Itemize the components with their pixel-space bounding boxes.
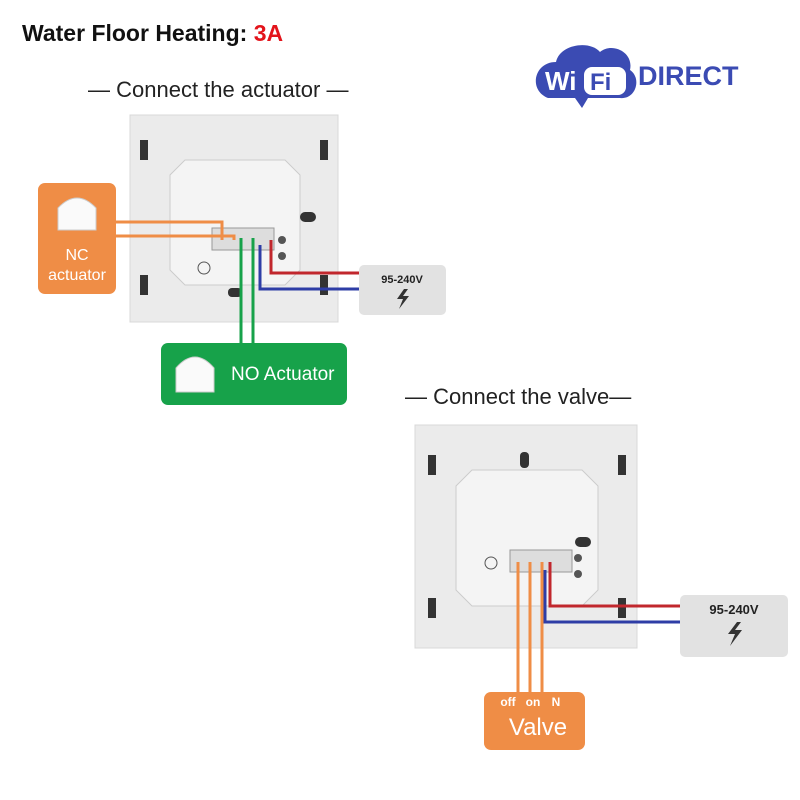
nc-label: NC (65, 247, 88, 264)
lightning-icon (728, 622, 742, 646)
section-heading-valve: — Connect the valve— (405, 384, 632, 409)
lightning-icon (397, 289, 409, 309)
wires-actuator (116, 220, 360, 345)
logo-direct: DIRECT (638, 61, 739, 91)
voltage-label: 95-240V (709, 602, 758, 617)
terminal-on-label: on (526, 695, 541, 709)
nc-label-actuator: actuator (48, 267, 106, 284)
wires-valve (516, 562, 681, 693)
page-title: Water Floor Heating: 3A (22, 20, 283, 47)
terminal-n-label: N (552, 695, 561, 709)
title-current-rating: 3A (253, 20, 284, 46)
nc-actuator-box: NC actuator (38, 183, 116, 294)
no-actuator-box: NO Actuator (161, 343, 347, 405)
thermostat-backplate-1 (129, 114, 339, 323)
valve-label: Valve (509, 714, 567, 741)
actuator-icon (175, 356, 215, 393)
logo-wi: Wi (545, 66, 577, 96)
section-heading-actuator: — Connect the actuator — (88, 77, 349, 102)
valve-box: off on N Valve (484, 692, 585, 750)
actuator-icon (57, 197, 97, 231)
power-supply-box-2: 95-240V (680, 595, 788, 657)
logo-fi: Fi (590, 69, 611, 96)
no-actuator-label: NO Actuator (231, 364, 335, 385)
wifi-direct-logo: Wi Fi DIRECT (535, 45, 739, 108)
title-text: Water Floor Heating: (22, 20, 254, 46)
terminal-off-label: off (500, 695, 516, 709)
thermostat-backplate-2 (414, 424, 638, 649)
power-supply-box-1: 95-240V (359, 265, 446, 315)
voltage-label: 95-240V (381, 274, 423, 286)
